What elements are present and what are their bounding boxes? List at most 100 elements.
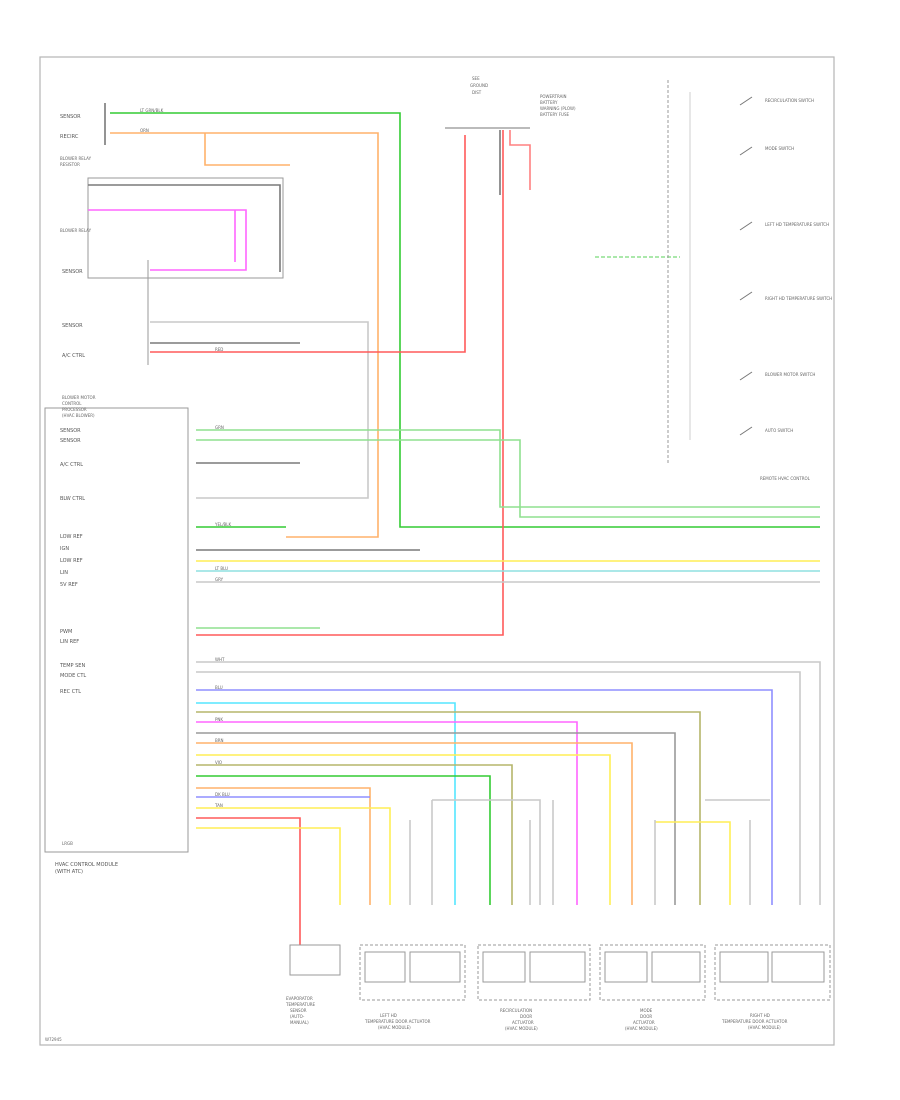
hvac-pin-7: LOW REF [60,558,83,564]
svg-text:TEMPERATURE DOOR ACTUATOR: TEMPERATURE DOOR ACTUATOR [364,1019,431,1024]
hvac-pin-6: IGN [60,546,69,552]
label-resistor: RESISTOR [60,162,80,167]
hvac-pin-12: TEMP SEN [59,663,85,669]
svg-text:LT BLU: LT BLU [215,566,228,571]
svg-text:(HVAC MODULE): (HVAC MODULE) [378,1025,411,1030]
svg-text:DOOR: DOOR [640,1014,652,1019]
top-conn-r2: BATTERY [540,100,558,105]
svg-text:WHT: WHT [215,657,225,662]
svg-text:RIGHT HD: RIGHT HD [750,1013,770,1018]
svg-text:DOOR: DOOR [520,1014,532,1019]
relay-label: BLOWER RELAY [60,228,92,233]
wire-bus-yellow-2 [196,807,391,905]
switch-panel: RECIRCULATION SWITCH MODE SWITCH LEFT HD… [667,80,832,481]
svg-text:YEL/BLK: YEL/BLK [214,522,232,527]
top-conn-r3: WARNING (PLOW) [540,106,576,111]
wire-bus-1 [196,661,821,905]
hvac-title-2: CONTROL [62,401,82,406]
svg-text:BLOWER MOTOR SWITCH: BLOWER MOTOR SWITCH [765,372,815,377]
wire-bus-red [196,817,301,945]
mid-pin-c: A/C CTRL [62,353,85,359]
wire-bus-yellow-3 [196,827,341,905]
actuator-left-temp: LEFT HD TEMPERATURE DOOR ACTUATOR (HVAC … [359,944,466,1030]
hvac-pin-4: BLW CTRL [60,496,85,502]
top-conn-line3: DIST [472,90,482,95]
svg-text:VIO: VIO [215,760,222,765]
svg-text:BLU: BLU [215,685,223,690]
hvac-pin-14: REC CTL [60,689,81,695]
svg-text:RIGHT HD TEMPERATURE SWITCH: RIGHT HD TEMPERATURE SWITCH [765,296,832,301]
relay-block: BLOWER RELAY [60,177,284,279]
hvac-title-3: PROCESSOR [62,407,87,412]
svg-text:MODE SWITCH: MODE SWITCH [765,146,794,151]
switch-5: BLOWER MOTOR SWITCH [739,371,815,381]
wire-ltgreen-2 [196,439,820,518]
svg-text:GRN: GRN [215,425,224,430]
wire-red-top-right [509,130,531,190]
svg-text:MANUAL): MANUAL) [290,1020,309,1025]
wire-bus-magenta [196,721,578,905]
hvac-pin-9: 5V REF [60,582,78,588]
svg-text:(HVAC MODULE): (HVAC MODULE) [505,1026,538,1031]
mid-pin-b: SENSOR [62,323,83,329]
wire-label-set: LT GRN/BLK ORN GRN YEL/BLK BLU RED PNK G… [140,108,232,808]
svg-text:DK BLU: DK BLU [215,792,230,797]
mid-left-connector: SENSOR SENSOR A/C CTRL [62,260,149,365]
hvac-title-1: BLOWER MOTOR [62,395,96,400]
svg-text:EVAPORATOR: EVAPORATOR [286,996,313,1001]
switch-panel-caption: REMOTE HVAC CONTROL [760,476,811,481]
wire-bus-olive-2 [196,764,513,905]
svg-text:LEFT HD: LEFT HD [380,1013,397,1018]
wire-red-long [196,130,504,636]
actuator-mode: MODE DOOR ACTUATOR (HVAC MODULE) [599,944,706,1031]
svg-text:AUTO SWITCH: AUTO SWITCH [765,428,793,433]
pin-label-recirc: RECIRC [60,134,79,140]
wire-bus-green [196,775,491,905]
svg-text:ORN: ORN [140,128,149,133]
hvac-title-4: (HVAC BLOWER) [62,413,95,418]
svg-text:RECIRCULATION SWITCH: RECIRCULATION SWITCH [765,98,814,103]
svg-text:(AUTO-: (AUTO- [290,1014,305,1019]
hvac-caption-1: HVAC CONTROL MODULE [55,862,118,868]
hvac-pin-5: LOW REF [60,534,83,540]
footer-code: W72945 [45,1037,62,1042]
switch-1: RECIRCULATION SWITCH [739,96,814,106]
wire-bus-blue [196,689,773,905]
svg-text:LEFT HD TEMPERATURE SWITCH: LEFT HD TEMPERATURE SWITCH [765,222,829,227]
actuator-recirculation: RECIRCULATION DOOR ACTUATOR (HVAC MODULE… [477,944,591,1031]
wire-bus-2 [196,671,801,905]
wire-gray-loop [432,799,541,905]
mid-pin-a: SENSOR [62,269,83,275]
svg-text:TEMPERATURE: TEMPERATURE [285,1002,316,1007]
top-left-connector: SENSOR RECIRC BLOWER RELAY RESISTOR [60,103,106,167]
hvac-pin-8: LIN [60,570,68,576]
label-blower-relay: BLOWER RELAY [60,156,92,161]
wire-gray-mid [150,321,369,499]
wire-orange-branch [204,133,290,166]
wire-bus-cyan [196,702,456,905]
wire-green-top [110,112,820,528]
svg-text:(HVAC MODULE): (HVAC MODULE) [625,1026,658,1031]
wire-bus-olive [196,711,701,905]
wire-orange [110,132,379,538]
diagram-frame [39,56,835,1046]
hvac-pin-3: A/C CTRL [60,462,83,468]
hvac-pin-2: SENSOR [60,438,81,444]
top-conn-line1: SEE [472,76,480,81]
svg-text:GRY: GRY [215,577,224,582]
top-conn-line2: GROUND [470,83,488,88]
hvac-bottom: LRGB [62,841,73,846]
svg-text:ACTUATOR: ACTUATOR [633,1020,655,1025]
wire-ltgreen-1 [196,429,820,508]
switch-3: LEFT HD TEMPERATURE SWITCH [739,221,829,231]
wire-bus-yellow [196,754,611,905]
hvac-pin-10: PWM [60,629,72,635]
evaporator-sensor: EVAPORATOR TEMPERATURE SENSOR (AUTO- MAN… [285,944,341,1025]
svg-text:LT GRN/BLK: LT GRN/BLK [140,108,164,113]
svg-text:BRN: BRN [215,738,224,743]
hvac-caption-2: (WITH ATC) [55,869,83,875]
switch-2: MODE SWITCH [739,146,794,156]
svg-text:RED: RED [215,347,223,352]
svg-text:RECIRCULATION: RECIRCULATION [500,1008,532,1013]
